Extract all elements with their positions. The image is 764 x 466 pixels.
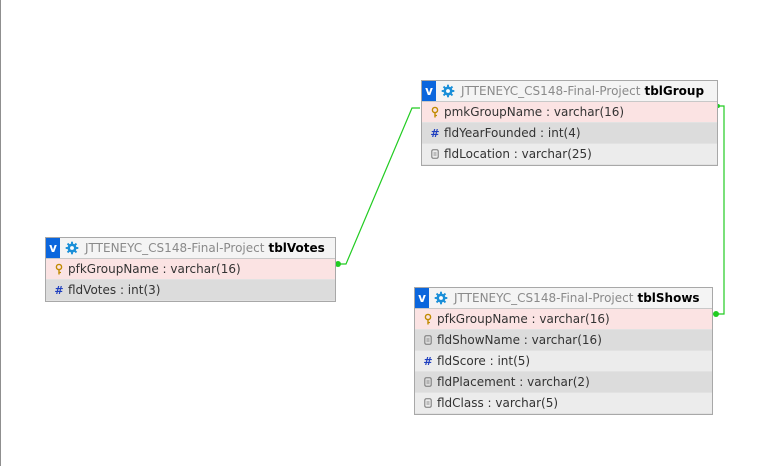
toggle-button[interactable]: v	[422, 81, 436, 101]
column-label: fldScore : int(5)	[437, 354, 531, 368]
database-name: JTTENEYC_CS148-Final-Project	[461, 84, 641, 98]
relation-line-votes-group	[338, 107, 420, 265]
column-label: fldPlacement : varchar(2)	[437, 375, 590, 389]
column-row: fldClass : varchar(5)	[415, 393, 712, 414]
gear-icon[interactable]	[434, 291, 448, 305]
gear-icon[interactable]	[65, 241, 79, 255]
relation-line-shows-group	[716, 105, 725, 315]
column-row: pfkGroupName : varchar(16)	[46, 259, 335, 280]
column-label: pfkGroupName : varchar(16)	[437, 312, 610, 326]
table-header[interactable]: v JTTENEYC_CS148-Final-Project tblShows	[415, 288, 712, 309]
column-row: pfkGroupName : varchar(16)	[415, 309, 712, 330]
key-icon	[427, 106, 443, 118]
text-field-icon	[420, 398, 436, 408]
column-label: fldLocation : varchar(25)	[444, 147, 592, 161]
text-field-icon	[420, 335, 436, 345]
column-row: # fldScore : int(5)	[415, 351, 712, 372]
column-label: fldYearFounded : int(4)	[444, 126, 581, 140]
toggle-button[interactable]: v	[415, 288, 429, 308]
column-label: fldShowName : varchar(16)	[437, 333, 602, 347]
column-row: # fldVotes : int(3)	[46, 280, 335, 301]
table-tblvotes[interactable]: v JTTENEYC_CS148-Final-Project tblVotes …	[45, 237, 336, 302]
relation-endpoint-votes	[335, 261, 341, 267]
text-field-icon	[427, 149, 443, 159]
hash-icon: #	[430, 126, 440, 140]
canvas-left-border	[0, 0, 1, 466]
table-name: tblVotes	[268, 241, 325, 255]
key-icon	[51, 263, 67, 275]
database-name: JTTENEYC_CS148-Final-Project	[454, 291, 634, 305]
text-field-icon	[420, 377, 436, 387]
key-icon	[420, 313, 436, 325]
column-label: pfkGroupName : varchar(16)	[68, 262, 241, 276]
column-row: pmkGroupName : varchar(16)	[422, 102, 717, 123]
hash-icon: #	[423, 354, 433, 368]
column-row: fldLocation : varchar(25)	[422, 144, 717, 165]
column-row: # fldYearFounded : int(4)	[422, 123, 717, 144]
table-tblshows[interactable]: v JTTENEYC_CS148-Final-Project tblShows …	[414, 287, 713, 415]
database-name: JTTENEYC_CS148-Final-Project	[85, 241, 265, 255]
column-row: fldPlacement : varchar(2)	[415, 372, 712, 393]
column-label: pmkGroupName : varchar(16)	[444, 105, 625, 119]
table-tblgroup[interactable]: v JTTENEYC_CS148-Final-Project tblGroup …	[421, 80, 718, 166]
toggle-button[interactable]: v	[46, 238, 60, 258]
table-header[interactable]: v JTTENEYC_CS148-Final-Project tblVotes	[46, 238, 335, 259]
table-name: tblShows	[637, 291, 700, 305]
gear-icon[interactable]	[441, 84, 455, 98]
hash-icon: #	[54, 283, 64, 297]
relation-endpoint-shows	[713, 311, 719, 317]
table-name: tblGroup	[644, 84, 705, 98]
column-row: fldShowName : varchar(16)	[415, 330, 712, 351]
column-label: fldClass : varchar(5)	[437, 396, 559, 410]
table-header[interactable]: v JTTENEYC_CS148-Final-Project tblGroup	[422, 81, 717, 102]
column-label: fldVotes : int(3)	[68, 283, 161, 297]
